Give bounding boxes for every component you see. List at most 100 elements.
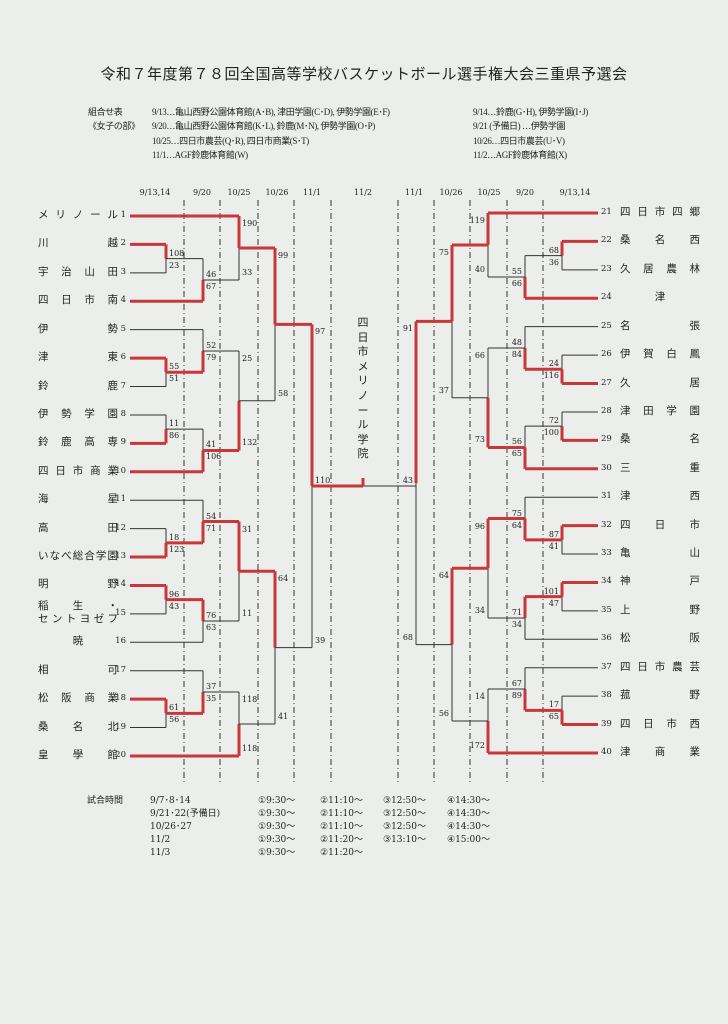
round-date: 11/2 — [354, 188, 372, 197]
score: 65 — [548, 712, 559, 722]
score: 55 — [511, 266, 522, 276]
score: 24 — [548, 359, 559, 369]
team-name: 桑名西 — [620, 234, 700, 247]
team-name: 津商業 — [620, 745, 700, 758]
team-number: 27 — [601, 377, 612, 388]
team-number: 40 — [601, 746, 612, 757]
venue-list-right: 9/14…鈴鹿(G･H), 伊勢学園(I･J) 9/21 (予備日) …伊勢学園… — [473, 105, 588, 163]
score: 51 — [169, 374, 180, 384]
info-label: 組合せ表 《女子の部》 — [88, 105, 140, 134]
score: 63 — [206, 622, 217, 632]
team-number: 33 — [601, 548, 612, 559]
schedule-time: ④14:30～ — [447, 796, 491, 806]
score: 66 — [511, 278, 522, 288]
team-number: 39 — [601, 718, 612, 729]
schedule-time: ③12:50～ — [383, 822, 427, 832]
schedule-date: 10/26･27 — [150, 822, 192, 832]
schedule-time: ③12:50～ — [383, 796, 427, 806]
score: 99 — [278, 250, 289, 260]
team-number: 1 — [120, 210, 126, 220]
score: 66 — [474, 350, 485, 360]
team-number: 36 — [601, 633, 612, 644]
team-number: 21 — [601, 207, 612, 217]
round-date: 10/26 — [439, 188, 463, 197]
schedule-time: ①9:30～ — [258, 796, 296, 806]
score: 100 — [543, 428, 559, 438]
venue-line: 11/2…AGF鈴鹿体育館(X) — [473, 150, 567, 161]
score: 58 — [278, 388, 289, 398]
team-name: 鈴鹿高専 — [38, 436, 118, 449]
team-number: 6 — [120, 352, 126, 363]
champion-label: 四日市メリノール学院 — [357, 316, 369, 461]
team-name: 四日市商業 — [38, 464, 118, 477]
schedule-time: ①9:30～ — [258, 848, 296, 858]
schedule-date: 9/21･22(予備日) — [150, 809, 221, 819]
team-name: 四日市農芸 — [620, 660, 700, 673]
team-name: 相可 — [38, 663, 118, 676]
score: 33 — [242, 267, 253, 277]
team-name: 川越 — [38, 237, 118, 250]
schedule-time: ②11:20～ — [320, 835, 364, 845]
score: 76 — [206, 610, 217, 620]
team-name: 三重 — [620, 461, 700, 474]
venue-line: 10/25…四日市農芸(Q･R), 四日市商業(S･T) — [152, 135, 309, 146]
score: 84 — [511, 349, 522, 359]
score: 72 — [548, 416, 559, 426]
score: 35 — [206, 694, 217, 704]
score: 56 — [438, 709, 449, 718]
team-number: 13 — [115, 551, 126, 562]
team-number: 23 — [601, 263, 612, 274]
team-number: 19 — [115, 721, 126, 732]
score: 96 — [169, 589, 180, 599]
score: 108 — [169, 248, 185, 258]
schedule-time: ③13:10～ — [383, 835, 427, 845]
schedule-time: ④15:00～ — [447, 835, 491, 845]
score: 87 — [548, 529, 559, 539]
score: 18 — [169, 532, 180, 542]
team-number: 30 — [601, 462, 612, 473]
score: 40 — [474, 264, 485, 274]
team-number: 32 — [601, 519, 612, 530]
score: 11 — [242, 608, 253, 618]
team-name: 久居 — [620, 376, 700, 389]
score: 34 — [474, 605, 485, 615]
round-date: 9/20 — [193, 188, 211, 197]
team-name: 名張 — [620, 319, 700, 332]
score: 65 — [511, 449, 522, 459]
team-name: 海星 — [38, 493, 118, 506]
score: 41 — [548, 541, 559, 551]
score: 79 — [206, 352, 217, 362]
team-number: 31 — [601, 491, 612, 502]
schedule-time: ④14:30～ — [447, 809, 491, 819]
score: 37 — [206, 682, 217, 692]
team-number: 35 — [601, 604, 612, 615]
venue-line: 9/21 (予備日) …伊勢学園 — [473, 121, 566, 132]
team-name: 宇治山田 — [38, 265, 118, 278]
score: 34 — [511, 619, 522, 629]
score: 48 — [511, 337, 522, 347]
team-name: 伊賀白鳳 — [620, 348, 700, 361]
venue-line: 9/14…鈴鹿(G･H), 伊勢学園(I･J) — [473, 107, 588, 117]
team-name: 四日市南 — [38, 294, 118, 307]
team-number: 29 — [601, 434, 612, 445]
score: 25 — [242, 353, 253, 363]
round-date: 10/25 — [477, 188, 501, 197]
score: 54 — [206, 511, 217, 521]
schedule-time: ①9:30～ — [258, 809, 296, 819]
team-number: 37 — [601, 661, 612, 672]
score: 61 — [169, 703, 180, 713]
schedule-time: ①9:30～ — [258, 835, 296, 845]
team-name: 四日市 — [620, 518, 700, 531]
venue-line: 9/13…亀山西野公園体育館(A･B), 津田学園(C･D), 伊勢学園(E･F… — [152, 107, 390, 117]
score: 67 — [511, 679, 522, 689]
round-date: 9/13,14 — [559, 188, 591, 197]
division-label: 《女子の部》 — [88, 121, 140, 132]
score: 64 — [438, 571, 449, 581]
team-number: 9 — [120, 437, 126, 448]
team-name: 津 — [654, 291, 666, 304]
team-number: 3 — [120, 266, 126, 277]
team-name: 桑名北 — [38, 720, 118, 733]
score: 132 — [242, 438, 258, 448]
team-name: 上野 — [620, 603, 700, 616]
score: 46 — [206, 269, 217, 279]
